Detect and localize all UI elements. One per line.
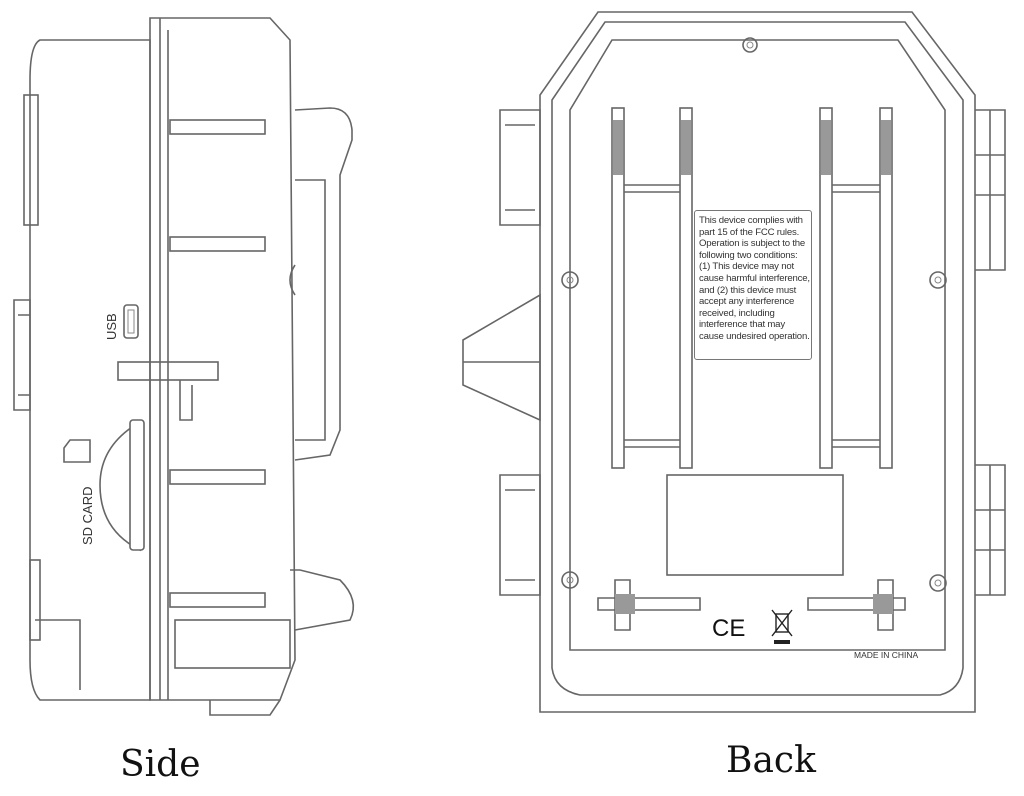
fcc-line: received, including bbox=[699, 307, 775, 319]
fcc-line: following two conditions: bbox=[699, 249, 798, 261]
side-view bbox=[13, 17, 355, 716]
sd-card-slot bbox=[99, 420, 141, 552]
fcc-line: cause undesired operation. bbox=[699, 330, 810, 342]
back-view bbox=[462, 11, 1006, 713]
fcc-line: part 15 of the FCC rules. bbox=[699, 226, 800, 238]
fcc-line: interference that may bbox=[699, 319, 785, 331]
fcc-line: and (2) this device must bbox=[699, 284, 797, 296]
fcc-line: Operation is subject to the bbox=[699, 238, 806, 250]
usb-label: USB bbox=[104, 313, 119, 340]
ce-mark: CE bbox=[712, 615, 746, 642]
made-in-label: MADE IN CHINA bbox=[854, 650, 919, 660]
fcc-notice-label: This device complies with part 15 of the… bbox=[694, 210, 812, 360]
fcc-line: cause harmful interference, bbox=[699, 272, 810, 284]
fcc-line: (1) This device may not bbox=[699, 261, 794, 273]
back-caption: Back bbox=[726, 740, 816, 781]
sd-card-label: SD CARD bbox=[80, 486, 95, 545]
side-caption: Side bbox=[120, 744, 201, 785]
fcc-line: This device complies with bbox=[699, 215, 803, 226]
fcc-line: accept any interference bbox=[699, 296, 795, 308]
crossed-bin-icon bbox=[771, 609, 793, 644]
